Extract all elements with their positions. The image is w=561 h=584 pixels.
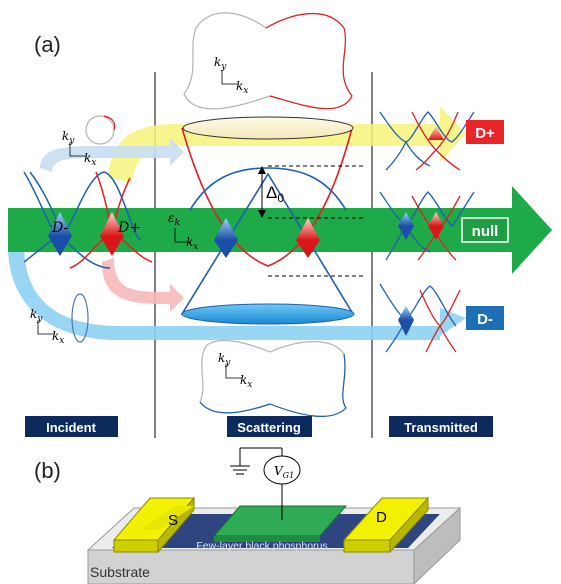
spin-texture-incident-bottom: [71, 293, 89, 343]
transmitted-label: Transmitted: [404, 420, 478, 435]
axes-icon-top: [221, 70, 238, 85]
incident-label: Incident: [46, 420, 97, 435]
drain-label: D: [376, 509, 387, 526]
spin-texture-bottom: [199, 339, 347, 417]
tag-null-box: [461, 217, 509, 243]
tag-dplus: D+: [475, 125, 495, 142]
incident-box: [25, 416, 118, 437]
tag-null: null: [472, 223, 499, 240]
reflected-blue-arrow: [40, 138, 184, 172]
transmitted-box: [389, 416, 493, 437]
substrate-label: Substrate: [90, 564, 150, 580]
device-schematic: [86, 447, 462, 584]
panel-b-label: (b): [34, 458, 61, 483]
incident-band-diagram: [23, 171, 153, 269]
ky-label-bottom: ky: [218, 351, 231, 368]
channel-label: Few-layer black phosphorus: [196, 540, 327, 552]
axes-icon-bottom: [225, 364, 242, 379]
kx-label-top: kx: [236, 79, 248, 96]
green-arrow: [8, 186, 552, 274]
source-label: S: [168, 512, 178, 529]
reflected-red-arrow: [102, 258, 184, 312]
ky-label-incident-bottom: ky: [30, 307, 43, 324]
gap-label: Δ0: [266, 183, 284, 205]
axes-icon-incident-bottom: [37, 320, 54, 335]
spin-texture-top: [183, 12, 353, 110]
ky-label-incident-top: ky: [62, 129, 75, 146]
axes-icon-scattering: [174, 228, 191, 243]
axes-icon-incident-top: [69, 142, 86, 157]
dminus-label: D-: [51, 220, 68, 236]
kx-label-incident-bottom: kx: [52, 329, 64, 346]
kx-label-incident-top: kx: [84, 151, 96, 168]
eps-label: εk: [168, 211, 180, 228]
tag-dminus: D-: [477, 311, 493, 328]
transmitted-band-dplus: [379, 111, 475, 171]
scattering-band-diagram: [180, 116, 365, 325]
tag-dplus-box: [466, 120, 504, 144]
kx-label-bottom: kx: [240, 373, 252, 390]
transmitted-band-dminus: [379, 283, 461, 353]
ky-label-top: ky: [214, 55, 227, 72]
panel-a-label: (a): [34, 32, 61, 57]
dplus-label: D+: [117, 220, 141, 236]
blue-arrow: [8, 245, 466, 340]
scattering-label: Scattering: [237, 420, 301, 435]
gate-voltage-label: VG1: [274, 464, 294, 480]
spin-texture-incident-top: [85, 115, 115, 145]
kx-label-scatter: kx: [186, 235, 198, 252]
scattering-box: [227, 416, 312, 437]
tag-dminus-box: [466, 306, 504, 330]
transmitted-band-null: [379, 191, 475, 261]
